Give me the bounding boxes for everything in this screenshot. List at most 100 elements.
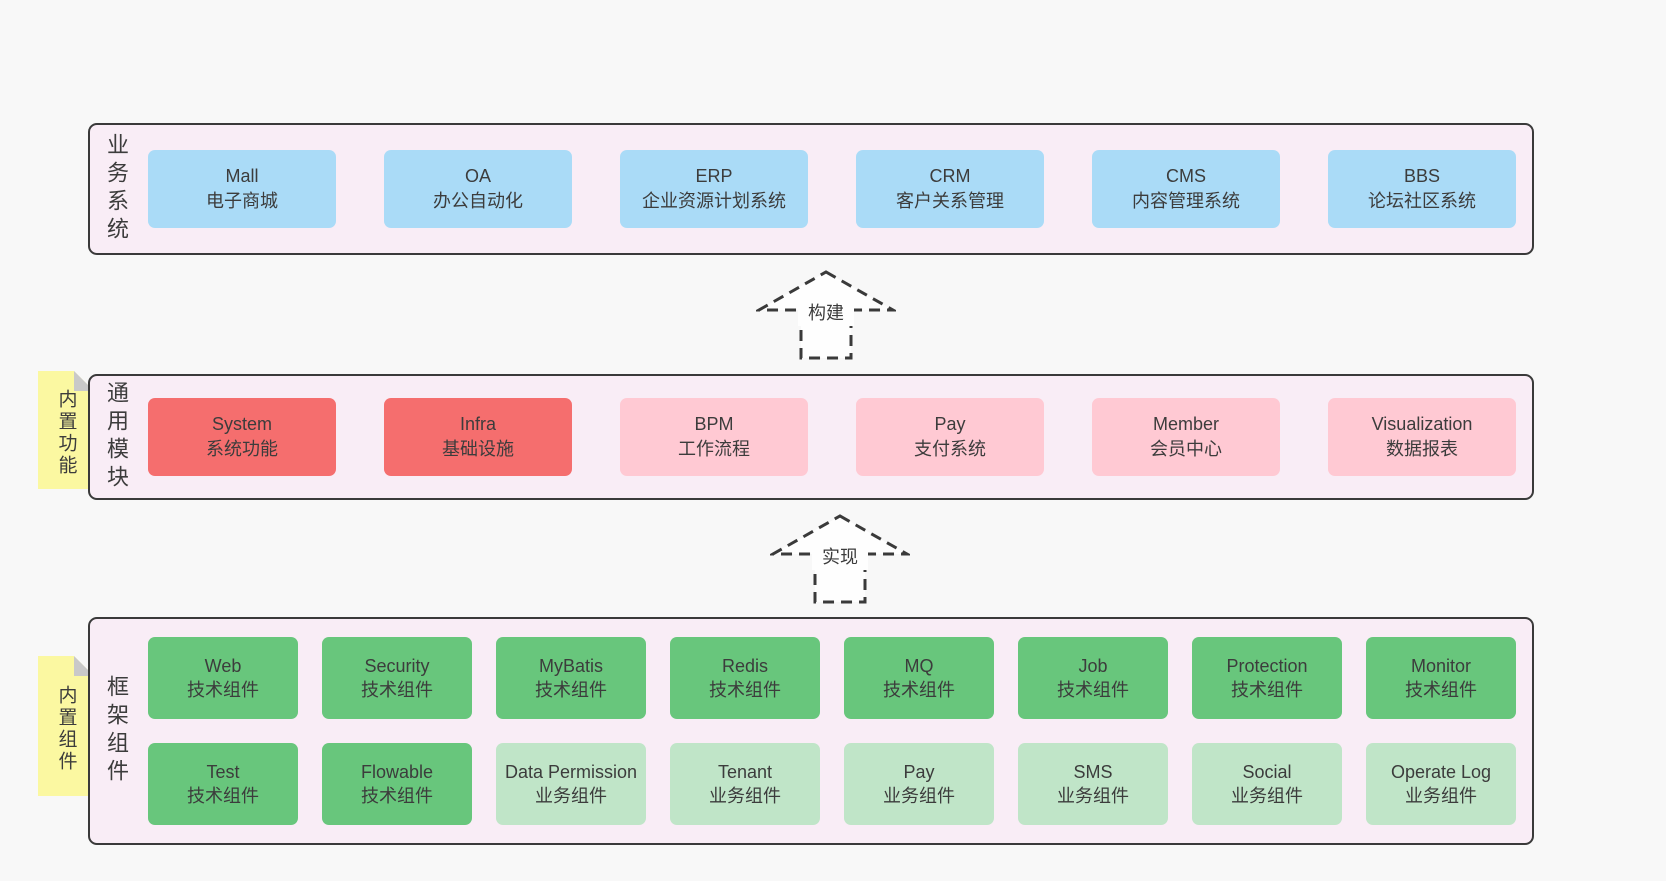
box-title: MQ xyxy=(904,656,934,676)
box-subtitle: 业务组件 xyxy=(1231,786,1303,806)
box-subtitle: 业务组件 xyxy=(709,786,781,806)
box-title: CMS xyxy=(1166,166,1206,186)
box-title: Infra xyxy=(459,414,497,434)
box-subtitle: 办公自动化 xyxy=(433,191,523,211)
module-box-monitor: Monitor 技术组件 xyxy=(1366,637,1516,719)
box-title: OA xyxy=(464,166,491,186)
box-title: Job xyxy=(1078,656,1108,676)
arrow-build-label: 构建 xyxy=(808,303,844,323)
module-box-erp: ERP 企业资源计划系统 xyxy=(620,150,808,228)
box-subtitle: 技术组件 xyxy=(361,680,433,700)
box-subtitle: 业务组件 xyxy=(1057,786,1129,806)
box-title: ERP xyxy=(695,166,733,186)
box-title: Operate Log xyxy=(1390,762,1492,782)
box-title: System xyxy=(211,414,272,434)
box-subtitle: 工作流程 xyxy=(678,439,750,459)
box-title: BBS xyxy=(1403,166,1441,186)
box-subtitle: 技术组件 xyxy=(1057,680,1129,700)
box-title: Data Permission xyxy=(504,762,638,782)
module-box-cms: CMS 内容管理系统 xyxy=(1092,150,1280,228)
box-title: BPM xyxy=(694,414,734,434)
sticky-note-label: 内置组件 xyxy=(55,685,77,773)
module-box-bbs: BBS 论坛社区系统 xyxy=(1328,150,1516,228)
section-business-systems: 业务系统 Mall 电子商城 OA 办公自动化 ERP 企业资源计划系统 CRM 客户关系管理… xyxy=(88,123,1534,255)
module-box-tenant: Tenant 业务组件 xyxy=(670,743,820,825)
box-subtitle: 会员中心 xyxy=(1150,439,1222,459)
box-subtitle: 系统功能 xyxy=(206,439,278,459)
box-subtitle: 电子商城 xyxy=(206,191,278,211)
section-label-framework-components: 框架组件 xyxy=(104,675,129,787)
box-title: Test xyxy=(206,762,240,782)
box-title: MyBatis xyxy=(538,656,603,676)
module-box-system: System 系统功能 xyxy=(148,398,336,476)
box-subtitle: 业务组件 xyxy=(1405,786,1477,806)
module-box-security: Security 技术组件 xyxy=(322,637,472,719)
box-title: Redis xyxy=(721,656,769,676)
box-subtitle: 内容管理系统 xyxy=(1132,191,1240,211)
box-subtitle: 论坛社区系统 xyxy=(1368,191,1476,211)
module-box-job: Job 技术组件 xyxy=(1018,637,1168,719)
box-title: Flowable xyxy=(360,762,434,782)
box-subtitle: 技术组件 xyxy=(883,680,955,700)
module-box-operate-log: Operate Log 业务组件 xyxy=(1366,743,1516,825)
box-subtitle: 技术组件 xyxy=(535,680,607,700)
section-framework-components: 框架组件 Web 技术组件 Security 技术组件 MyBatis 技术组件 Redis… xyxy=(88,617,1534,845)
module-box-mq: MQ 技术组件 xyxy=(844,637,994,719)
module-box-mall: Mall 电子商城 xyxy=(148,150,336,228)
box-title: Pay xyxy=(934,414,966,434)
box-title: Protection xyxy=(1226,656,1308,676)
sticky-note-paper xyxy=(38,371,94,489)
box-title: Security xyxy=(364,656,430,676)
box-subtitle: 技术组件 xyxy=(1405,680,1477,700)
box-subtitle: 技术组件 xyxy=(187,680,259,700)
box-title: Monitor xyxy=(1410,656,1472,676)
arrow-label-background xyxy=(798,300,854,326)
arrow-implement: 实现 xyxy=(767,513,913,610)
module-box-infra: Infra 基础设施 xyxy=(384,398,572,476)
box-subtitle: 客户关系管理 xyxy=(896,191,1004,211)
module-box-oa: OA 办公自动化 xyxy=(384,150,572,228)
business-systems-boxes: Mall 电子商城 OA 办公自动化 ERP 企业资源计划系统 CRM 客户关系管理 CMS 内容… xyxy=(142,125,1532,253)
module-box-visualization: Visualization 数据报表 xyxy=(1328,398,1516,476)
sticky-note-label: 内置功能 xyxy=(55,389,77,477)
box-subtitle: 业务组件 xyxy=(883,786,955,806)
section-label-business-systems: 业务系统 xyxy=(104,133,129,245)
box-title: SMS xyxy=(1073,762,1113,782)
module-box-mybatis: MyBatis 技术组件 xyxy=(496,637,646,719)
box-subtitle: 数据报表 xyxy=(1386,439,1458,459)
section-label-common-modules: 通用模块 xyxy=(104,381,129,493)
box-title: CRM xyxy=(929,166,971,186)
module-box-crm: CRM 客户关系管理 xyxy=(856,150,1044,228)
box-subtitle: 业务组件 xyxy=(535,786,607,806)
box-title: Tenant xyxy=(717,762,773,782)
arrow-label-background xyxy=(812,544,868,570)
module-box-bpm: BPM 工作流程 xyxy=(620,398,808,476)
arrow-build: 构建 xyxy=(753,269,899,366)
box-subtitle: 支付系统 xyxy=(914,439,986,459)
module-box-web: Web 技术组件 xyxy=(148,637,298,719)
box-subtitle: 企业资源计划系统 xyxy=(642,191,786,211)
box-subtitle: 技术组件 xyxy=(361,786,433,806)
box-subtitle: 基础设施 xyxy=(442,439,514,459)
module-box-sms: SMS 业务组件 xyxy=(1018,743,1168,825)
box-subtitle: 技术组件 xyxy=(1231,680,1303,700)
module-box-flowable: Flowable 技术组件 xyxy=(322,743,472,825)
box-title: Web xyxy=(204,656,242,676)
sticky-note-builtin-features: 内置功能 xyxy=(38,371,94,489)
box-title: Mall xyxy=(225,166,259,186)
module-box-pay: Pay 支付系统 xyxy=(856,398,1044,476)
sticky-note-builtin-components: 内置组件 xyxy=(38,656,94,796)
sticky-note-paper xyxy=(38,656,94,796)
box-title: Visualization xyxy=(1371,414,1473,434)
arrow-implement-label: 实现 xyxy=(822,547,858,567)
